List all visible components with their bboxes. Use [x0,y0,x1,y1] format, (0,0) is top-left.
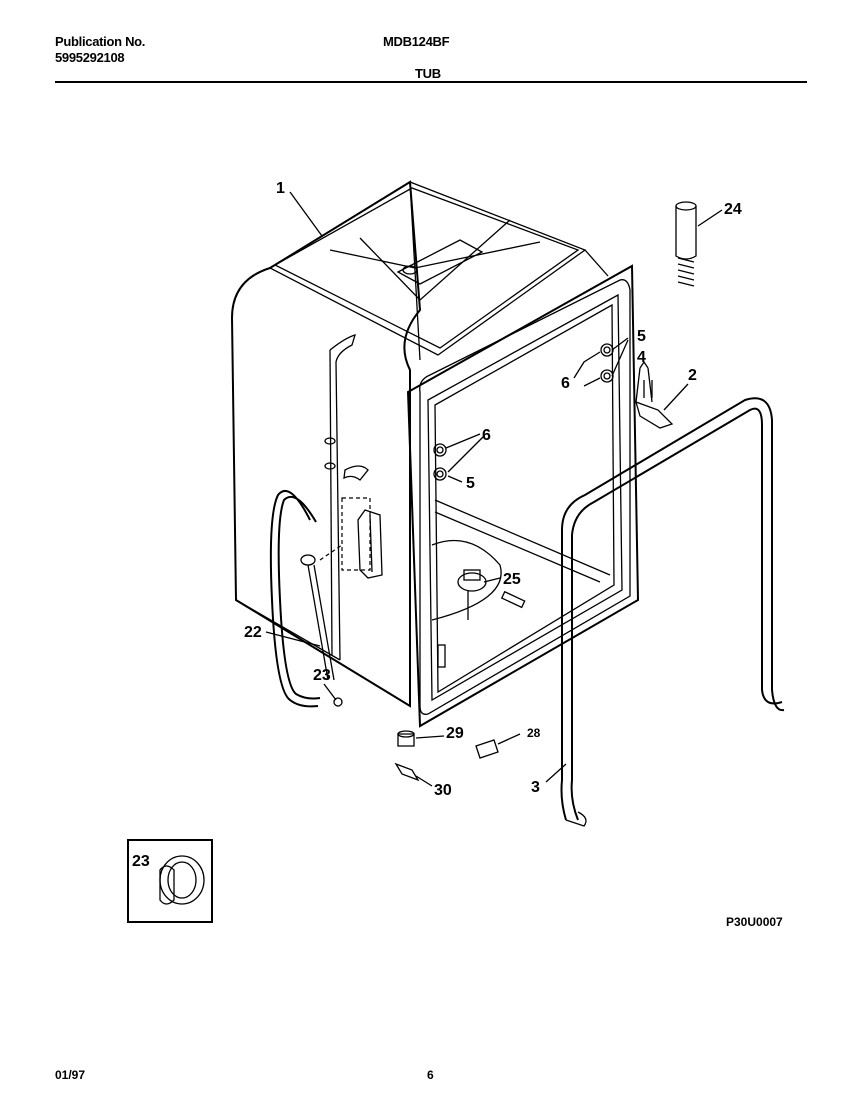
pump-25 [457,569,487,620]
publication-label: Publication No. [55,34,146,49]
callout-5-lower: 5 [466,475,475,492]
callout-24: 24 [724,201,742,218]
clamp-inset-23 [127,839,213,923]
publication-number: 5995292108 [55,50,125,65]
fasteners-5-6 [433,343,614,481]
page-number: 6 [427,1068,434,1082]
callout-1: 1 [276,180,285,197]
door-gasket-3 [560,397,785,827]
header-rule [55,81,807,83]
callout-22: 22 [244,624,262,641]
callout-2: 2 [688,367,697,384]
drain-hose-22 [269,489,343,708]
callout-6-upper: 6 [561,375,570,392]
callout-23-inset: 23 [132,853,150,870]
tub-front-frame [406,264,640,728]
bracket-2 [635,380,674,429]
callout-28: 28 [527,726,541,740]
callout-25: 25 [503,571,521,588]
callout-23: 23 [313,667,331,684]
callout-29: 29 [446,725,464,742]
model-number: MDB124BF [383,34,450,49]
small-parts-28-29-30 [394,730,499,782]
section-title: TUB [415,66,441,81]
leader-lines [265,191,723,787]
diagram-code: P30U0007 [726,915,783,929]
callout-30: 30 [434,782,452,799]
leveler-24 [675,201,697,287]
callout-3: 3 [531,779,540,796]
footer-date: 01/97 [55,1068,86,1082]
callout-6-lower: 6 [482,427,491,444]
callout-4: 4 [637,349,646,366]
callout-5-upper: 5 [637,328,646,345]
tub-body [230,180,609,708]
